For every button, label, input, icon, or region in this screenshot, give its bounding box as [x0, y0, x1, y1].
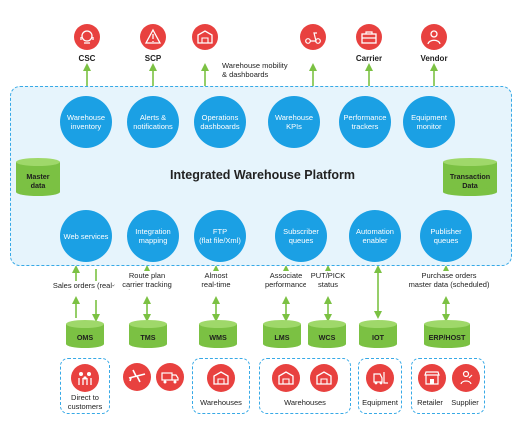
system-wcs: WCS [308, 320, 346, 348]
truck-circle [156, 363, 184, 391]
group-direct-to-customers: Direct to customers [60, 358, 110, 414]
warehouse-icon [316, 371, 332, 385]
module-performance-trackers: Performance trackers [339, 96, 391, 148]
family-icon [78, 372, 92, 385]
toolbox-icon [361, 31, 377, 44]
module-label: Web services [63, 231, 109, 241]
group-retailer-supplier: Retailer Supplier [411, 358, 485, 414]
flow-note-almost-realtime: Almost real-time [190, 271, 242, 289]
group-label-supplier: Supplier [451, 398, 479, 407]
truck-icon [161, 372, 179, 384]
flow-note-purchase-orders: Purchase orders master data (scheduled) [404, 271, 494, 289]
scooter-circle [300, 24, 326, 50]
group-label: Warehouses [284, 398, 326, 407]
module-label: FTP (flat file/Xml) [199, 227, 241, 245]
group-label: Equipment [362, 398, 398, 407]
system-tms: TMS [129, 320, 167, 348]
supplier-circle [452, 364, 480, 392]
transaction-data-db: Transaction Data [443, 158, 497, 196]
system-wms: WMS [199, 320, 237, 348]
system-lms: LMS [263, 320, 301, 348]
module-integration-mapping: Integration mapping [127, 210, 179, 262]
warehouse-top-circle [192, 24, 218, 50]
module-warehouse-inventory: Warehouse inventory [60, 96, 112, 148]
module-ftp: FTP (flat file/Xml) [194, 210, 246, 262]
flow-note-sales-orders: Sales orders (real-time) [42, 281, 142, 290]
top-entity-label: CSC [78, 54, 96, 63]
warehouse-icon [278, 371, 294, 385]
system-label: WMS [209, 333, 227, 342]
system-iot: IOT [359, 320, 397, 348]
system-label: TMS [140, 333, 156, 342]
module-label: Performance trackers [343, 113, 387, 131]
module-label: Subscriber queues [283, 227, 319, 245]
group-warehouses-double: Warehouses [259, 358, 351, 414]
forklift-icon [373, 372, 388, 385]
module-label: Warehouse KPIs [274, 113, 314, 131]
flow-note-associate-performance: Associate performance [258, 271, 314, 289]
warehouse-icon [197, 30, 213, 44]
person-icon [427, 30, 441, 45]
top-entity-label: Carrier [355, 54, 383, 63]
flow-note-put-pick: PUT/PICK status [306, 271, 350, 289]
store-icon [424, 371, 440, 385]
system-erp-host: ERP/HOST [424, 320, 470, 348]
module-equipment-monitor: Equipment monitor [403, 96, 455, 148]
group-label-retailer: Retailer [417, 398, 443, 407]
forklift-circle [366, 364, 394, 392]
flow-note-route-plan: Route plan carrier tracking [115, 271, 179, 289]
platform-title: Integrated Warehouse Platform [170, 168, 355, 182]
scp-circle [140, 24, 166, 50]
db-label: Transaction Data [449, 172, 491, 190]
system-label: IOT [372, 333, 384, 342]
warehouse-circle [207, 364, 235, 392]
group-label: Direct to customers [67, 393, 103, 411]
warehouse-circle [310, 364, 338, 392]
scooter-icon [305, 32, 321, 44]
master-data-db: Master data [16, 158, 60, 196]
module-publisher-queues: Publisher queues [420, 210, 472, 262]
system-label: WCS [318, 333, 336, 342]
store-circle [418, 364, 446, 392]
system-label: LMS [274, 333, 290, 342]
headset-icon [80, 30, 94, 44]
module-warehouse-kpis: Warehouse KPIs [268, 96, 320, 148]
module-label: Publisher queues [430, 227, 462, 245]
module-automation-enabler: Automation enabler [349, 210, 401, 262]
db-label: Master data [26, 172, 50, 190]
group-warehouses-single: Warehouses [192, 358, 250, 414]
module-label: Integration mapping [135, 227, 171, 245]
airplane-circle [123, 363, 151, 391]
group-label: Warehouses [200, 398, 242, 407]
system-label: OMS [76, 333, 94, 342]
family-circle [71, 364, 99, 392]
module-web-services: Web services [60, 210, 112, 262]
airplane-icon [128, 369, 146, 383]
module-label: Alerts & notifications [133, 113, 173, 131]
carrier-circle [356, 24, 382, 50]
module-label: Operations dashboards [200, 113, 240, 131]
top-entity-label: Vendor [420, 54, 448, 63]
module-label: Equipment monitor [411, 113, 447, 131]
module-operations-dashboards: Operations dashboards [194, 96, 246, 148]
module-alerts: Alerts & notifications [127, 96, 179, 148]
warehouse-icon [213, 371, 229, 385]
supplier-icon [460, 370, 473, 385]
csc-circle [74, 24, 100, 50]
system-label: ERP/HOST [428, 333, 466, 342]
top-entity-label: SCP [144, 54, 162, 63]
mobility-note: Warehouse mobility & dashboards [222, 61, 288, 79]
vendor-circle [421, 24, 447, 50]
alert-icon [144, 28, 162, 44]
warehouse-circle [272, 364, 300, 392]
module-label: Automation enabler [356, 227, 394, 245]
module-subscriber-queues: Subscriber queues [275, 210, 327, 262]
system-oms: OMS [66, 320, 104, 348]
module-label: Warehouse inventory [66, 113, 106, 131]
group-equipment: Equipment [358, 358, 402, 414]
